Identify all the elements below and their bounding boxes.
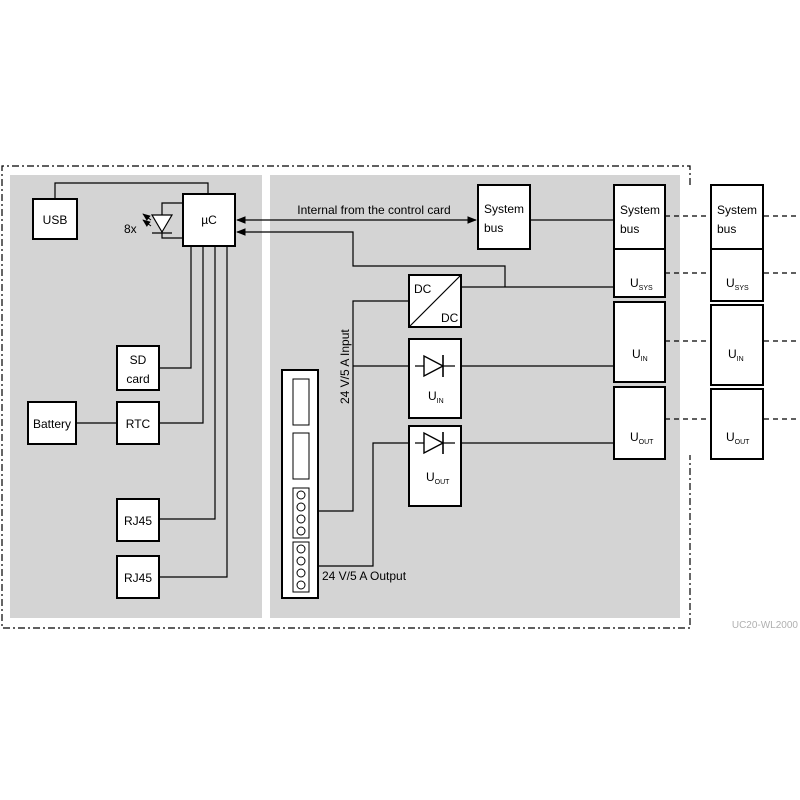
input-wire (318, 300, 409, 512)
diode-icon (415, 431, 455, 455)
rail-uin-block (613, 301, 666, 383)
dcdc-in-label: DC (414, 282, 432, 296)
rj45-label-2: RJ45 (124, 571, 152, 585)
ext-system-bus-label-2: bus (717, 222, 736, 236)
dcdc-out-label: DC (441, 311, 459, 325)
output-label: 24 V/5 A Output (322, 569, 407, 583)
terminal-slot-1 (292, 378, 310, 426)
ext-uout-block (710, 388, 764, 460)
microcontroller-block (182, 193, 236, 247)
left-panel (10, 175, 262, 618)
rail-system-bus-label-2: bus (620, 222, 639, 236)
rtc-wire (159, 246, 204, 424)
usb-block (32, 198, 78, 240)
output-wire (318, 442, 409, 567)
control-arrow (236, 228, 506, 287)
rail-uin-label: UIN (632, 347, 648, 363)
microcontroller-label: µC (201, 213, 217, 227)
system-bus-label-1: System (484, 202, 524, 216)
rj45-label-1: RJ45 (124, 514, 152, 528)
uout-diode-label: UOUT (426, 470, 450, 486)
dcdc-diagonal (408, 274, 462, 328)
ext-uin-block (710, 304, 764, 386)
output-terminal-group (292, 541, 310, 593)
sd-card-label-2: card (126, 372, 149, 386)
rj45-block-2 (116, 555, 160, 599)
system-bus-block (477, 184, 531, 250)
diode-icon (415, 354, 455, 378)
ext-system-bus-label-1: System (717, 203, 757, 217)
rail-usys-label: USYS (630, 276, 653, 292)
rj45-block-1 (116, 498, 160, 542)
rj45-1-wire (159, 246, 216, 520)
right-panel (270, 175, 680, 618)
ext-usys-block (710, 248, 764, 302)
battery-block (27, 401, 77, 445)
usb-wire (54, 182, 209, 199)
enclosure-border (1, 165, 691, 629)
system-bus-label-2: bus (484, 221, 503, 235)
ext-uout-label: UOUT (726, 430, 750, 446)
uin-diode-block (408, 338, 462, 419)
rtc-label: RTC (126, 417, 151, 431)
sd-card-block (116, 345, 160, 391)
sd-wire (159, 246, 192, 369)
rail-system-bus-label-1: System (620, 203, 660, 217)
ext-usys-label: USYS (726, 276, 749, 292)
terminal-slot-2 (292, 432, 310, 480)
led-count-label: 8x (124, 222, 137, 236)
battery-label: Battery (33, 417, 71, 431)
sd-card-label-1: SD (130, 353, 147, 367)
uin-diode-label: UIN (428, 389, 444, 405)
led-icon (142, 202, 183, 239)
rail-uout-block (613, 386, 666, 460)
rj45-2-wire (159, 246, 228, 578)
ext-system-bus-block (710, 184, 764, 250)
ext-uin-label: UIN (728, 347, 744, 363)
rail-system-bus-block (613, 184, 666, 250)
usb-label: USB (43, 213, 68, 227)
input-label: 24 V/5 A Input (338, 329, 352, 404)
rtc-block (116, 401, 160, 445)
input-terminal-group (292, 487, 310, 539)
drawing-reference: UC20-WL2000 (732, 620, 799, 631)
rail-uout-label: UOUT (630, 430, 654, 446)
internal-label: Internal from the control card (297, 203, 450, 217)
